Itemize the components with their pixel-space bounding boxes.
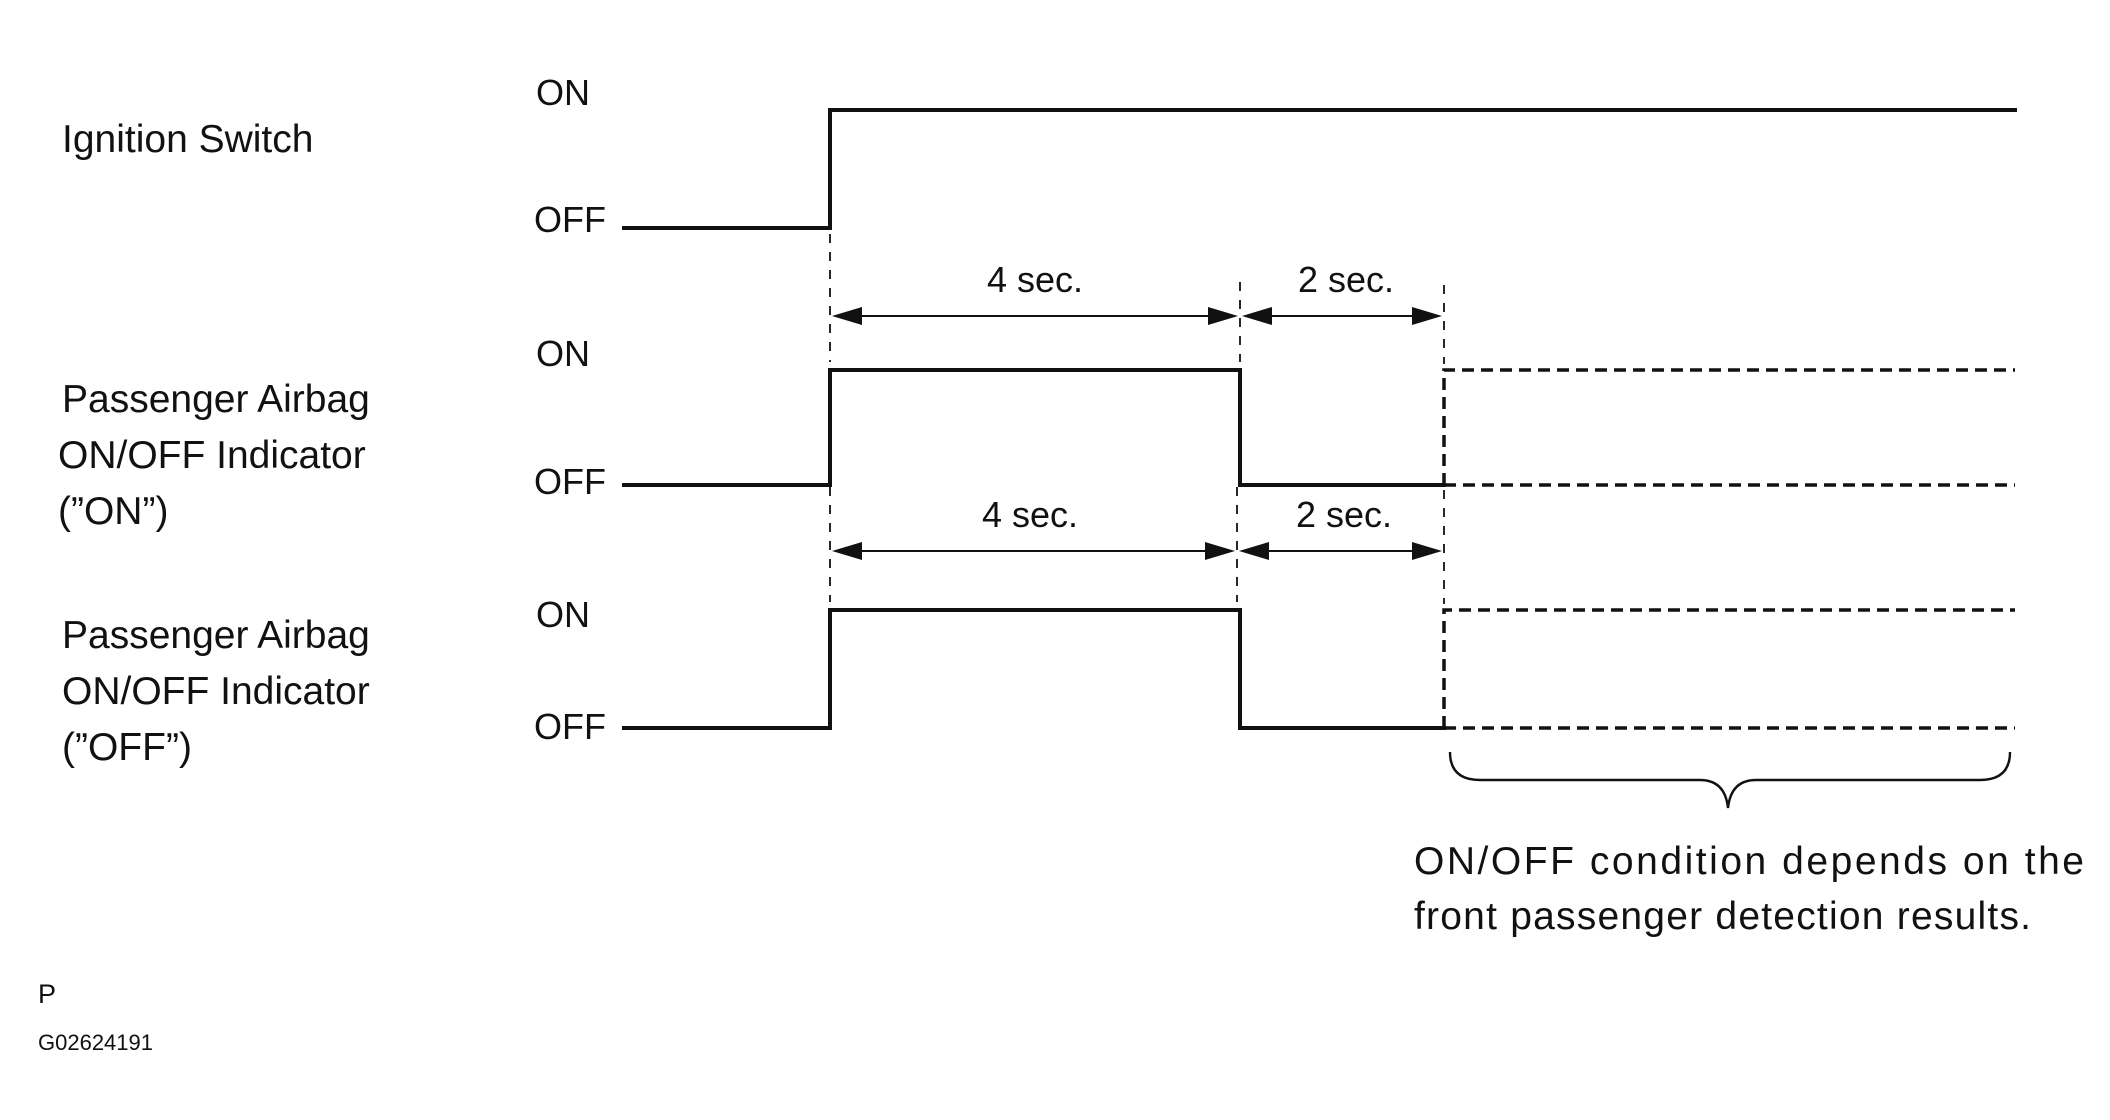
undetermined-region-brace: [1448, 751, 2012, 809]
duration-dimension-2s: 2 sec.: [1242, 259, 1442, 325]
on-level-label: ON: [536, 594, 590, 635]
signal-name-line: (”OFF”): [62, 726, 192, 769]
on-level-label: ON: [536, 333, 590, 374]
indicator-on-undetermined-on: [1442, 368, 2015, 485]
note-line: ON/OFF condition depends on the: [1414, 840, 2084, 883]
detection-note: ON/OFF condition depends on the front pa…: [1414, 840, 2084, 938]
off-level-label: OFF: [534, 461, 606, 502]
signal-name-line: ON/OFF Indicator: [58, 434, 366, 477]
signal-name-line: (”ON”): [58, 490, 168, 533]
corner-tag: P: [38, 979, 56, 1009]
off-level-label: OFF: [534, 706, 606, 747]
on-level-label: ON: [536, 72, 590, 113]
signal-name-line: Passenger Airbag: [62, 614, 370, 657]
duration-label: 4 sec.: [987, 259, 1083, 300]
indicator-off-undetermined-on: [1442, 608, 2015, 728]
off-level-label: OFF: [534, 199, 606, 240]
indicator-on-waveform: [622, 368, 1446, 487]
duration-label: 2 sec.: [1296, 494, 1392, 535]
signal-name-line: Passenger Airbag: [62, 378, 370, 421]
signal-name-indicator-on: Passenger Airbag ON/OFF Indicator (”ON”): [58, 378, 370, 533]
figure-code: G02624191: [38, 1030, 153, 1055]
signal-name-ignition: Ignition Switch: [62, 118, 313, 161]
duration-dimension-4s: 4 sec.: [832, 259, 1238, 325]
note-line: front passenger detection results.: [1414, 895, 2031, 938]
signal-name-line: ON/OFF Indicator: [62, 670, 370, 713]
signal-name-line: Ignition Switch: [62, 118, 313, 161]
ignition-switch-waveform: [622, 108, 2017, 230]
indicator-off-waveform: [622, 608, 1446, 730]
signal-name-indicator-off: Passenger Airbag ON/OFF Indicator (”OFF”…: [62, 614, 370, 769]
duration-label: 4 sec.: [982, 494, 1078, 535]
duration-dimension-2s: 2 sec.: [1239, 494, 1442, 560]
duration-label: 2 sec.: [1298, 259, 1394, 300]
duration-dimension-4s: 4 sec.: [832, 494, 1235, 560]
